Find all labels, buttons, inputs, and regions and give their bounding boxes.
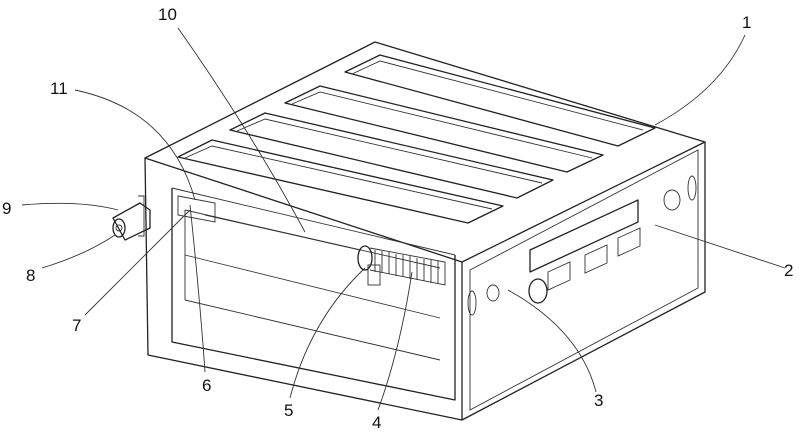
housing <box>144 41 706 421</box>
top-slots <box>177 54 656 224</box>
label-2: 2 <box>784 261 793 280</box>
label-9: 9 <box>2 199 11 218</box>
leader-lines <box>21 27 786 411</box>
part-labels: 1 2 3 4 5 6 7 8 9 10 11 <box>2 5 793 432</box>
label-3: 3 <box>594 391 603 410</box>
front-opening <box>171 187 456 401</box>
label-6: 6 <box>202 376 211 395</box>
label-7: 7 <box>72 316 81 335</box>
label-5: 5 <box>284 401 293 420</box>
panel-ports <box>467 175 697 316</box>
label-1: 1 <box>742 13 751 32</box>
label-4: 4 <box>372 413 381 432</box>
label-8: 8 <box>26 266 35 285</box>
label-10: 10 <box>158 5 177 24</box>
side-knob <box>112 195 151 241</box>
label-11: 11 <box>50 79 68 98</box>
lead-screw <box>357 245 446 286</box>
